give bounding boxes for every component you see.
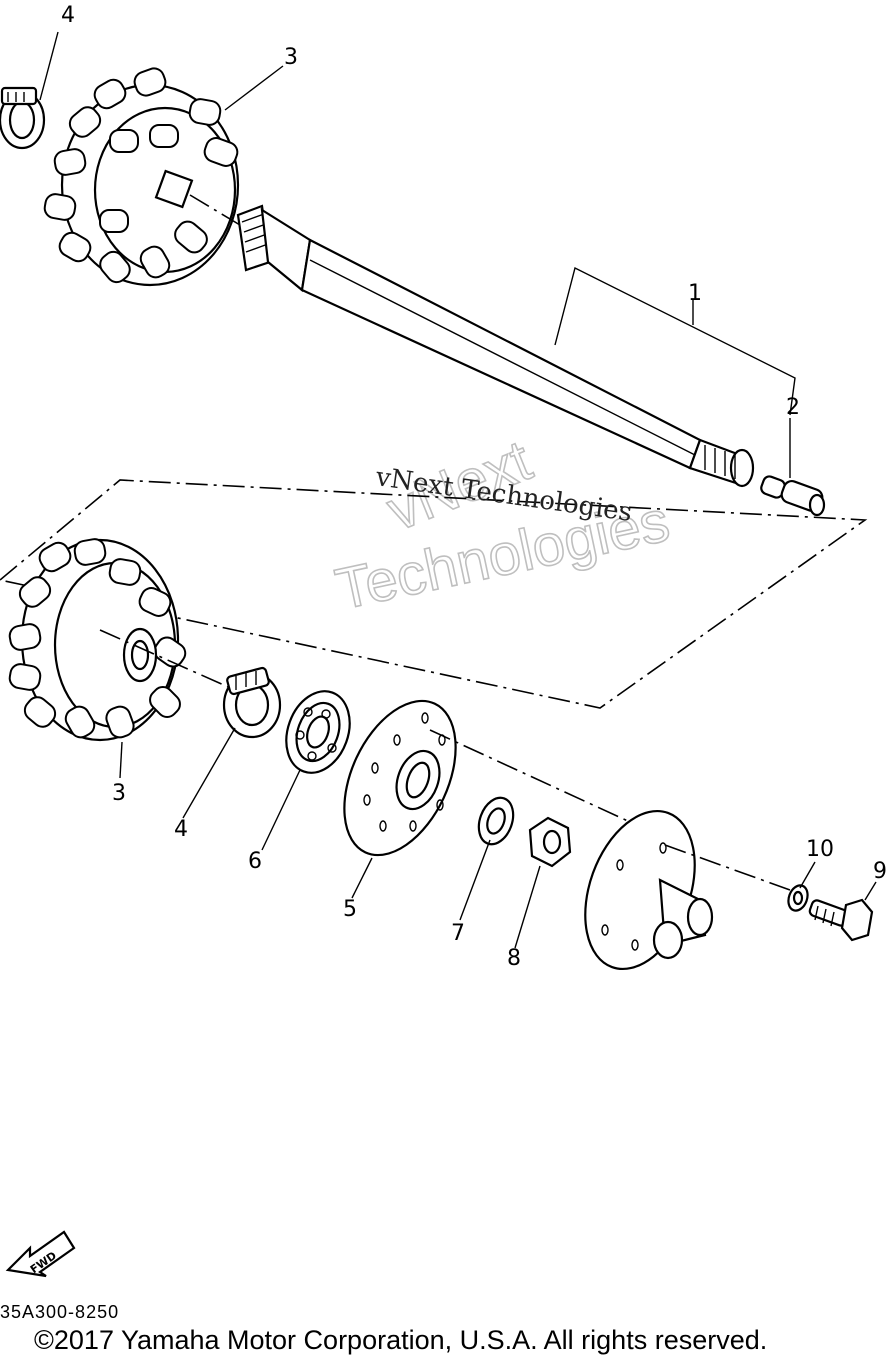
callout-3-bottom: 3 [112,781,126,806]
bolt [808,898,874,942]
callout-9: 9 [873,859,886,884]
drive-shaft [189,194,755,488]
callout-bracket-1 [554,266,796,416]
callout-4-top: 4 [61,3,75,28]
leader-lines [39,31,877,949]
sprocket-bottom [8,538,236,742]
sprocket-top [43,67,240,287]
callout-3-top: 3 [284,45,298,70]
clamp-bottom [222,666,282,739]
pin [760,418,826,517]
callout-4-bottom: 4 [174,817,188,842]
hub-flange [584,809,791,971]
callout-1: 1 [688,281,702,306]
fwd-arrow-icon: FWD [5,1230,76,1278]
callout-2: 2 [786,395,800,420]
callout-6: 6 [248,849,262,874]
callout-8: 8 [507,946,521,971]
lock-washer [787,884,809,912]
nut [528,816,572,868]
washer [477,796,515,846]
bearing [285,690,351,774]
callout-5: 5 [343,897,357,922]
diagram-code: 35A300-8250 [0,1302,120,1322]
assembly-outline [0,479,868,709]
callout-10: 10 [806,837,834,862]
plate [343,699,631,857]
callout-7: 7 [451,921,465,946]
copyright-notice: ©2017 Yamaha Motor Corporation, U.S.A. A… [34,1325,768,1355]
clamp-top [0,86,46,150]
